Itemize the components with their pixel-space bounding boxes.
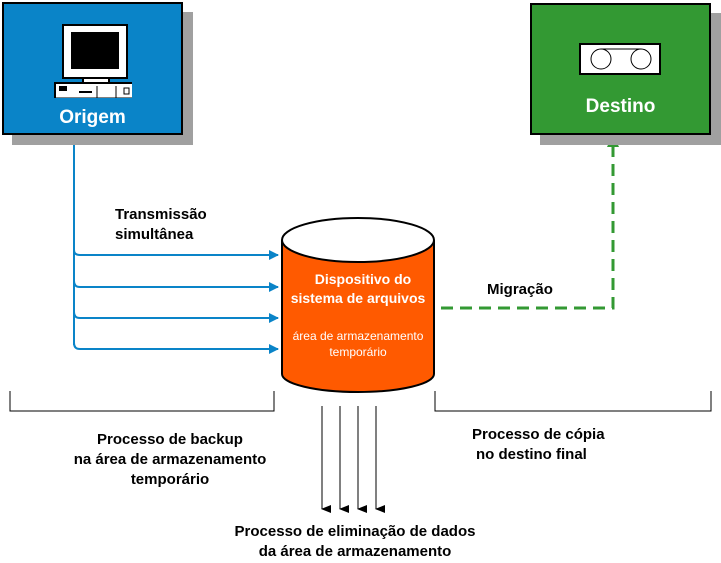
cylinder-icon: [281, 217, 435, 393]
storage-title: Dispositivo do sistema de arquivos: [282, 270, 434, 308]
storage-subtitle-line1: área de armazenamento: [292, 329, 424, 343]
backup-label-line2: na área de armazenamento: [73, 451, 267, 468]
storage-title-line1: Dispositivo do: [314, 271, 412, 287]
elimination-label-line2: da área de armazenamento: [258, 543, 452, 560]
copy-bracket: [434, 391, 712, 412]
copy-process-label: Processo de cópia no destino final: [472, 425, 605, 465]
source-label: Origem: [59, 107, 126, 128]
destination-label: Destino: [585, 96, 656, 117]
migration-line: [441, 146, 615, 310]
copy-label-line2: no destino final: [476, 446, 587, 463]
transmission-arrow: [73, 249, 279, 260]
tape-cartridge-icon: [579, 43, 661, 75]
copy-label-line1: Processo de cópia: [472, 426, 605, 443]
destination-node[interactable]: Destino: [530, 3, 711, 135]
storage-subtitle-line2: temporário: [329, 345, 387, 359]
backup-bracket: [9, 391, 275, 412]
transmission-arrow: [73, 280, 279, 292]
elimination-label-line1: Processo de eliminação de dados: [234, 523, 476, 540]
transmission-label: Transmissão simultânea: [115, 205, 207, 245]
storage-subtitle: área de armazenamento temporário: [282, 328, 434, 360]
source-node[interactable]: Origem: [2, 2, 183, 135]
backup-process-label: Processo de backup na área de armazename…: [40, 430, 300, 490]
transmission-label-line1: Transmissão: [115, 206, 207, 223]
elimination-process-label: Processo de eliminação de dados da área …: [200, 522, 510, 562]
migration-label: Migração: [487, 281, 553, 298]
transmission-arrow: [73, 342, 279, 354]
backup-label-line3: temporário: [130, 471, 210, 488]
transmission-label-line2: simultânea: [115, 226, 194, 243]
computer-icon: [54, 24, 132, 98]
backup-label-line1: Processo de backup: [97, 431, 243, 448]
storage-title-line2: sistema de arquivos: [290, 290, 426, 306]
transmission-arrow: [73, 311, 279, 323]
